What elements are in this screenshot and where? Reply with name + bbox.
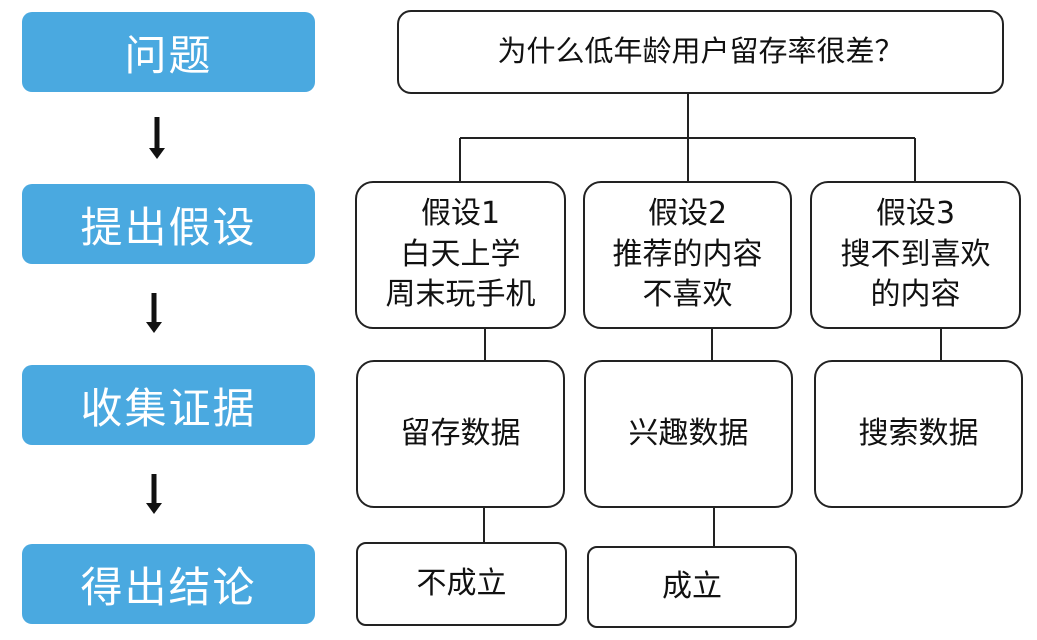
hypothesis-3-line-2: 的内容 (870, 277, 961, 313)
hypothesis-2-line-2: 不喜欢 (642, 277, 733, 313)
conclusion-1-box: 不成立 (356, 542, 567, 626)
evidence-2-box: 兴趣数据 (584, 360, 793, 508)
hypothesis-2-title: 假设2 (647, 196, 728, 232)
flow-arrowhead-icon (146, 322, 162, 333)
hypothesis-3-title: 假设3 (875, 196, 956, 232)
hypothesis-1-box: 假设1 白天上学 周末玩手机 (355, 181, 566, 329)
hypothesis-1-line-1: 白天上学 (400, 236, 521, 272)
conclusion-2-box: 成立 (587, 546, 797, 628)
step-collect-evidence: 收集证据 (22, 365, 315, 445)
step-question: 问题 (22, 12, 315, 92)
hypothesis-2-box: 假设2 推荐的内容 不喜欢 (583, 181, 792, 329)
flow-arrowhead-icon (146, 503, 162, 514)
hypothesis-1-title: 假设1 (420, 196, 501, 232)
evidence-1-box: 留存数据 (356, 360, 565, 508)
hypothesis-1-line-2: 周末玩手机 (385, 277, 536, 313)
step-propose-hypothesis: 提出假设 (22, 184, 315, 264)
hypothesis-2-line-1: 推荐的内容 (612, 236, 763, 272)
hypothesis-3-box: 假设3 搜不到喜欢 的内容 (810, 181, 1021, 329)
evidence-3-box: 搜索数据 (814, 360, 1023, 508)
step-draw-conclusion: 得出结论 (22, 544, 315, 624)
question-box: 为什么低年龄用户留存率很差？ (397, 10, 1004, 94)
flow-arrowhead-icon (149, 148, 165, 159)
hypothesis-3-line-1: 搜不到喜欢 (840, 236, 991, 272)
